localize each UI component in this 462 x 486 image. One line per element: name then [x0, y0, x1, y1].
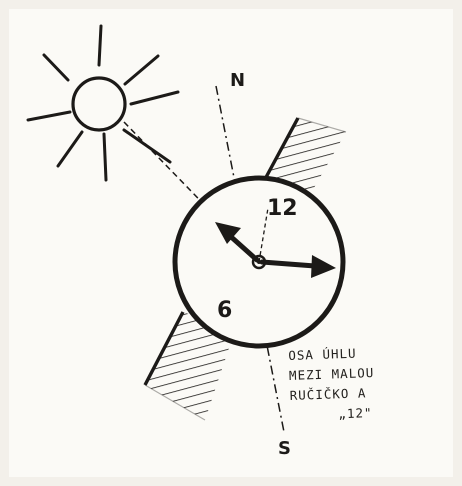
north-label: N	[230, 72, 245, 90]
south-label: S	[278, 440, 291, 458]
dial-six-label: 6	[217, 300, 232, 322]
note-line: „12"	[290, 403, 376, 426]
sun-icon	[28, 26, 178, 180]
angle-note: OSA ÚHLU MEZI MALOU RUČIČKO A „12"	[288, 343, 376, 426]
dial-twelve-label: 12	[267, 198, 298, 220]
